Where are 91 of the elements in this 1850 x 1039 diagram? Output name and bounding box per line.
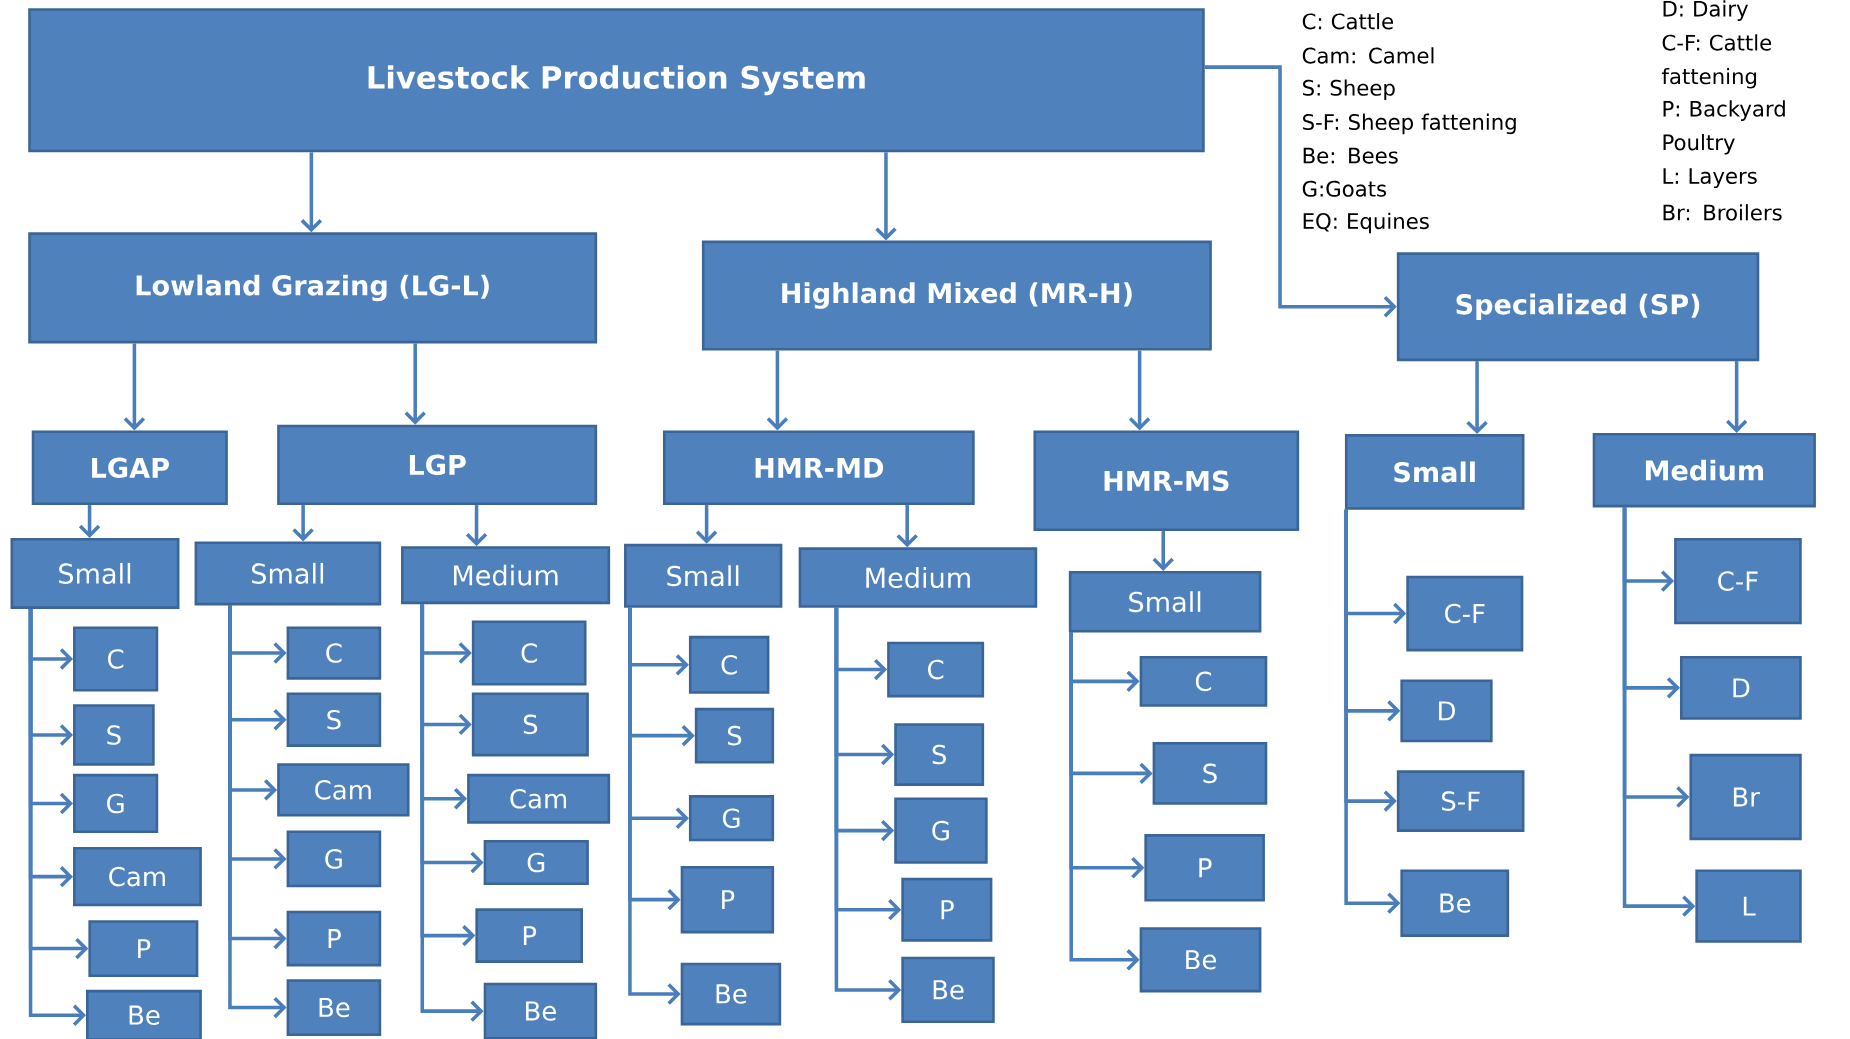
arrow [300, 152, 323, 233]
arrow [1466, 360, 1488, 434]
category-box: Medium [1592, 432, 1816, 508]
arrow [766, 350, 789, 431]
legend-text: Br: Broilers [1663, 203, 1782, 221]
leaf-box: G [286, 830, 382, 888]
leaf-box: Cam [73, 846, 202, 907]
leaf-box: D [1680, 655, 1802, 720]
leaf-box: Br [1689, 753, 1802, 840]
category-box: LGAP [31, 430, 228, 505]
leaf-box: S [73, 704, 155, 766]
arrow [1128, 350, 1151, 431]
leaf-box: Be [1139, 927, 1262, 993]
legend-text: EQ: Equines [1303, 212, 1429, 234]
leaf-box: P [286, 910, 382, 967]
leaf-box: G [688, 794, 775, 842]
leaf-box: Be [86, 989, 202, 1039]
arrow [1622, 507, 1696, 917]
arrow [1204, 65, 1397, 318]
leaf-box: C [1139, 655, 1268, 707]
arrow [404, 343, 426, 425]
leaf-box: G [73, 773, 159, 833]
leaf-box: C [887, 641, 985, 698]
leaf-box: D [1400, 679, 1493, 743]
leaf-box: S [894, 722, 985, 786]
leaf-box: Be [680, 962, 782, 1026]
leaf-box: Be [901, 956, 995, 1023]
leaf-box: C [73, 626, 159, 692]
leaf-box: C-F [1406, 575, 1524, 652]
arrow [228, 605, 287, 1019]
legend-text: L: Layers [1663, 168, 1757, 188]
arrow [78, 504, 101, 538]
arrow [1344, 509, 1401, 914]
arrow [896, 504, 918, 548]
arrow [1725, 360, 1748, 433]
leaf-box: G [894, 797, 988, 864]
group-box: Medium [798, 547, 1038, 608]
group-box: Small [1068, 570, 1262, 633]
group-box: Small [10, 537, 180, 609]
legend-text: C-F: Cattle fattening [1661, 34, 1772, 89]
leaf-box: P [88, 919, 199, 977]
group-box: Small [194, 541, 382, 606]
arrow [292, 504, 314, 542]
legend-text: Be: Bees [1303, 147, 1398, 164]
leaf-box: P [1144, 833, 1265, 902]
legend-text: Cam: Camel [1302, 47, 1434, 64]
category-box: Lowland Grazing (LG-L) [28, 232, 598, 344]
leaf-box: Cam [277, 763, 410, 817]
category-box: Specialized (SP) [1396, 252, 1760, 361]
category-box: HMR-MS [1033, 430, 1300, 531]
group-box: Small [624, 543, 783, 608]
leaf-box: Be [1400, 869, 1510, 937]
arrow [875, 152, 897, 241]
leaf-box: L [1695, 869, 1802, 943]
category-box: HMR-MD [662, 430, 975, 505]
arrow [123, 343, 146, 431]
leaf-box: C-F [1674, 537, 1802, 625]
arrow [1152, 530, 1174, 571]
arrow [465, 504, 488, 546]
category-box: Small [1344, 433, 1525, 510]
leaf-box: S-F [1396, 770, 1525, 832]
arrow [1069, 632, 1140, 971]
leaf-box: S [694, 707, 775, 764]
leaf-box: S [286, 692, 382, 747]
arrow [695, 504, 718, 544]
leaf-box: C [688, 635, 770, 694]
arrow [28, 608, 87, 1026]
arrow [834, 607, 902, 1001]
legend-text: C: Cattle [1302, 12, 1393, 30]
legend-text: P: Backyard Poultry [1663, 100, 1785, 155]
leaf-box: C [286, 626, 382, 680]
title-box: Livestock Production System [28, 7, 1205, 153]
leaf-box: Be [286, 978, 382, 1036]
leaf-box: P [475, 908, 583, 963]
category-box: Highland Mixed (MR-H) [701, 240, 1212, 351]
arrow [420, 604, 484, 1022]
leaf-box: S [1152, 741, 1268, 805]
category-box: LGP [277, 424, 598, 505]
leaf-box: C [471, 620, 587, 686]
arrow [628, 607, 681, 1005]
leaf-box: Be [483, 982, 598, 1039]
leaf-box: Cam [467, 773, 611, 824]
legend-text: D: Dairy [1663, 0, 1748, 21]
legend-text: G:Goats [1302, 180, 1387, 197]
leaf-box: S [471, 692, 589, 757]
leaf-box: G [483, 839, 589, 885]
leaf-box: P [680, 865, 775, 934]
group-box: Medium [401, 545, 611, 604]
leaf-box: P [901, 877, 993, 942]
legend-text: S-F: Sheep fattening [1303, 113, 1516, 134]
legend-text: S: Sheep [1303, 79, 1395, 100]
